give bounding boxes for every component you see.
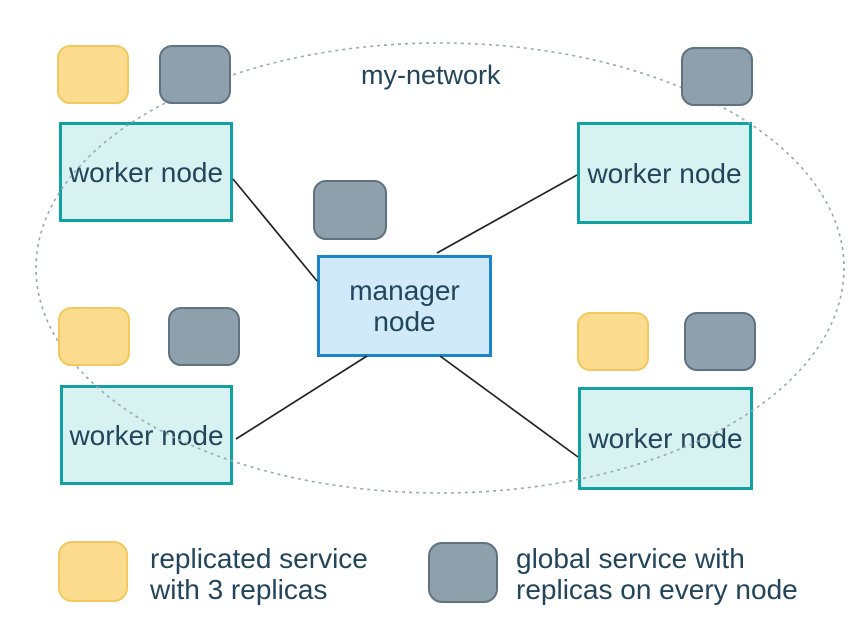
worker-node-label: worker node: [69, 419, 224, 451]
legend-global-swatch: [428, 542, 498, 603]
legend-global-line2: replicas on every node: [516, 574, 798, 605]
legend-replicated-line1: replicated service: [150, 543, 368, 574]
worker-node-label: worker node: [587, 157, 742, 189]
global-service-chip-top-left: [159, 45, 231, 104]
replicated-service-chip-bottom-right: [577, 312, 649, 371]
connector-worker-top-left-manager: [232, 178, 318, 282]
global-service-chip-top-right: [681, 47, 753, 106]
worker-node-label: worker node: [588, 423, 743, 454]
legend-global-label: global service with replicas on every no…: [516, 543, 798, 605]
legend-replicated-swatch: [58, 541, 128, 602]
global-service-chip-bottom-left: [168, 307, 240, 366]
worker-node-box-top-right: worker node: [577, 122, 752, 224]
network-label: my-network: [361, 60, 501, 90]
legend-replicated-label: replicated service with 3 replicas: [150, 543, 368, 605]
manager-node-box: manager node: [317, 255, 492, 357]
global-service-chip-manager: [313, 180, 387, 240]
global-service-chip-bottom-right: [684, 312, 756, 371]
manager-node-label: manager node: [349, 275, 460, 337]
connector-worker-top-right-manager: [436, 174, 578, 254]
replicated-service-chip-bottom-left: [58, 307, 130, 366]
connector-manager-worker-bottom-left: [235, 355, 368, 440]
connector-manager-worker-bottom-right: [439, 355, 579, 458]
worker-node-box-bottom-right: worker node: [578, 387, 753, 490]
worker-node-box-bottom-left: worker node: [60, 385, 233, 485]
worker-node-label: worker node: [68, 156, 224, 188]
worker-node-box-top-left: worker node: [59, 122, 233, 222]
replicated-service-chip-top-left: [57, 45, 129, 104]
legend-replicated-line2: with 3 replicas: [150, 574, 328, 605]
legend-global-line1: global service with: [516, 543, 745, 574]
